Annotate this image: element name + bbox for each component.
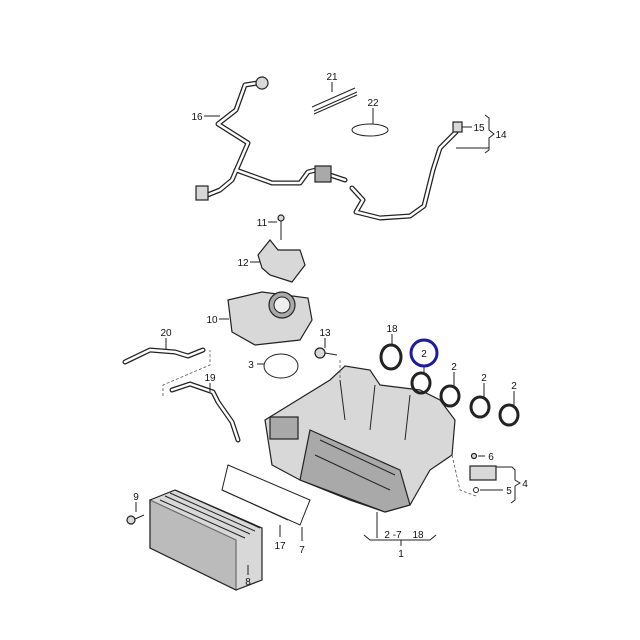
callout-20[interactable]: 20	[160, 328, 172, 339]
bracket-12	[257, 239, 306, 283]
line-19	[169, 381, 241, 443]
callout-11[interactable]: 11	[257, 218, 268, 229]
seal-2	[498, 403, 520, 427]
callout-14[interactable]: 14	[495, 130, 507, 141]
intake-manifold-1	[264, 365, 456, 513]
callout-8[interactable]: 8	[245, 577, 251, 588]
callout-21[interactable]: 21	[326, 72, 338, 83]
callout-15[interactable]: 15	[473, 123, 485, 134]
clamp-22	[351, 123, 389, 137]
seal-2	[439, 384, 461, 408]
gasket-7	[221, 464, 311, 526]
callout-2-highlighted[interactable]: 2	[421, 349, 427, 360]
callout-6[interactable]: 6	[488, 452, 494, 463]
callout-labels: 16 21 22 15 14 11 12 10 20 13 18 2 2 2 2…	[133, 72, 528, 588]
callout-1[interactable]: 1	[398, 549, 404, 560]
throttle-body-10	[227, 291, 313, 346]
callout-2[interactable]: 2	[481, 373, 487, 384]
callout-19[interactable]: 19	[204, 373, 216, 384]
intercooler-8	[149, 489, 263, 591]
callout-5[interactable]: 5	[506, 486, 512, 497]
leader-lines	[135, 82, 521, 575]
callout-22[interactable]: 22	[367, 98, 379, 109]
callout-17[interactable]: 17	[274, 541, 286, 552]
callout-9[interactable]: 9	[133, 492, 139, 503]
callout-3[interactable]: 3	[248, 360, 254, 371]
callout-16[interactable]: 16	[191, 112, 203, 123]
vacuum-line-14	[349, 121, 463, 221]
gasket-3	[263, 353, 299, 379]
bolt-13	[314, 347, 338, 359]
callout-2-7[interactable]: 2 -7	[384, 530, 402, 541]
callout-12[interactable]: 12	[237, 258, 249, 269]
seal-2	[469, 395, 491, 419]
callout-4[interactable]: 4	[522, 479, 528, 490]
highlight-circle	[409, 338, 439, 368]
vacuum-line-16	[195, 76, 348, 201]
callout-13[interactable]: 13	[319, 328, 331, 339]
callout-7[interactable]: 7	[299, 545, 305, 556]
bolt-11	[277, 214, 285, 240]
seal-2	[410, 371, 432, 395]
seal-18	[379, 343, 403, 371]
callout-2[interactable]: 2	[451, 362, 457, 373]
bolt-9	[126, 514, 145, 525]
callout-18-group[interactable]: 18	[412, 530, 424, 541]
callout-10[interactable]: 10	[206, 315, 218, 326]
seal-17	[221, 489, 289, 521]
callout-2[interactable]: 2	[511, 381, 517, 392]
sensor-4	[469, 452, 497, 493]
cable-ties-21	[311, 87, 358, 115]
callout-18[interactable]: 18	[386, 324, 398, 335]
